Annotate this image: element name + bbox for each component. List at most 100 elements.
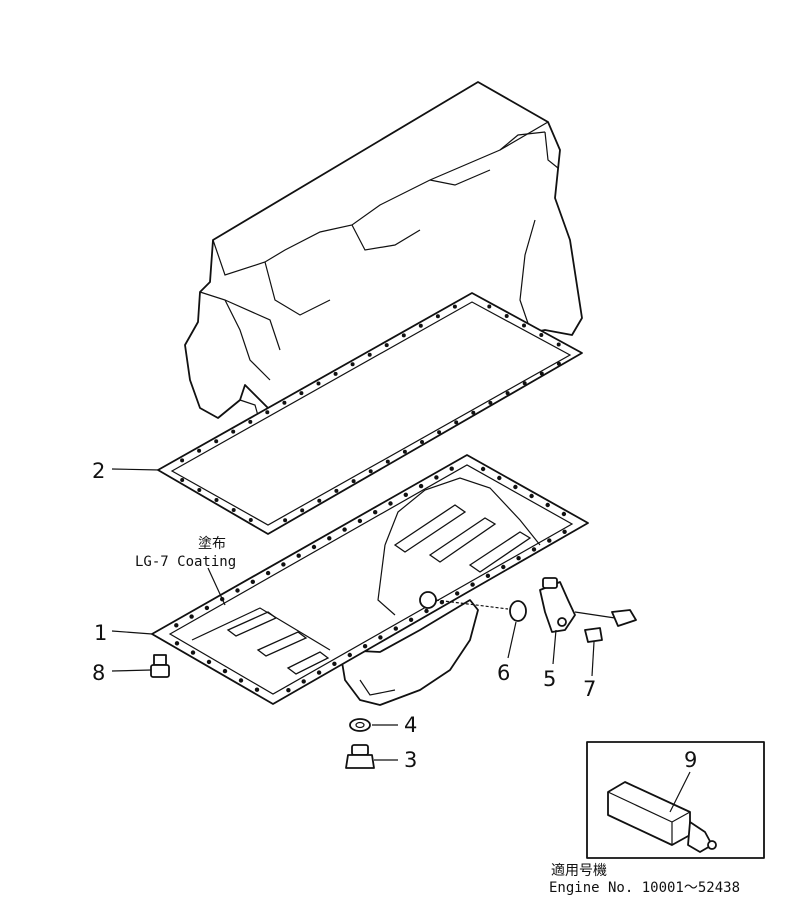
gasket-bolt-hole: [265, 410, 270, 415]
pan-flange-bolt-hole: [296, 553, 301, 558]
pan-flange-bolt-hole: [485, 573, 491, 578]
gasket-bolt-hole: [231, 429, 236, 434]
pan-flange-bolt-hole: [393, 626, 398, 631]
pan-flange-bolt-hole: [206, 659, 212, 665]
callout-9: 9: [684, 748, 697, 772]
pan-flange-bolt-hole: [424, 608, 429, 614]
gasket-bolt-hole: [384, 343, 389, 348]
gasket-bolt-hole: [334, 488, 339, 493]
pan-flange-bolt-hole: [174, 623, 179, 628]
pan-flange-bolt-hole: [174, 641, 180, 646]
pan-flange-bolt-hole: [418, 483, 424, 489]
gasket-bolt-hole: [539, 371, 544, 376]
callout-6: 6: [497, 661, 510, 685]
oil-pan-gasket: [157, 292, 583, 535]
bolt-8: [150, 654, 170, 678]
gasket-bolt-hole: [180, 478, 185, 482]
gasket-bolt-hole: [180, 458, 185, 463]
serial-note-jp: 適用号機: [551, 862, 607, 879]
gasket-bolt-hole: [197, 488, 202, 492]
gasket-bolt-hole: [299, 391, 304, 396]
callout-5: 5: [543, 667, 556, 691]
gasket-bolt-hole: [333, 371, 338, 376]
gasket-bolt-hole: [214, 439, 219, 444]
pan-flange-bolt-hole: [254, 687, 260, 692]
pan-flange-bolt-hole: [250, 579, 255, 584]
leader-lines: [111, 468, 691, 813]
gasket-bolt-hole: [437, 430, 442, 435]
pan-flange-bolt-hole: [516, 556, 521, 561]
gasket-bolt-hole: [504, 314, 509, 318]
gasket-bolt-hole: [248, 419, 253, 424]
drain-plug: [345, 744, 375, 769]
pan-flange-bolt-hole: [204, 605, 210, 611]
gasket-bolt-hole: [367, 352, 372, 357]
callout-2: 2: [92, 459, 105, 483]
pan-flange-bolt-hole: [480, 466, 486, 472]
pan-flange-bolt-hole: [281, 562, 286, 567]
gasket-bolt-hole: [282, 400, 287, 405]
pan-flange-bolt-hole: [388, 501, 393, 506]
callout-4: 4: [404, 713, 417, 737]
gasket-bolt-hole: [351, 479, 356, 484]
pan-flange-bolt-hole: [327, 536, 332, 541]
gasket-bolt-hole: [401, 333, 406, 338]
o-ring: [435, 599, 527, 622]
gasket-bolt-hole: [487, 304, 492, 309]
gasket-bolt-hole: [368, 469, 373, 474]
pan-flange-bolt-hole: [513, 484, 518, 490]
pan-flange-bolt-hole: [434, 475, 439, 480]
pan-flange-bolt-hole: [189, 614, 194, 619]
gasket-bolt-hole: [420, 440, 424, 444]
gasket-bolt-hole: [231, 508, 236, 512]
serial-note-en: Engine No. 10001～52438: [549, 880, 740, 896]
pan-flange-bolt-hole: [545, 502, 550, 508]
pan-flange-bolt-hole: [311, 544, 317, 550]
gasket-bolt-hole: [488, 400, 493, 405]
pan-flange-bolt-hole: [342, 527, 347, 532]
gasket-bolt-hole: [452, 304, 457, 309]
pan-flange-bolt-hole: [265, 570, 271, 576]
gasket-bolt-hole: [248, 518, 253, 522]
pan-flange-bolt-hole: [362, 644, 368, 649]
gasket-bolt-hole: [283, 518, 288, 523]
pan-flange-bolt-hole: [347, 652, 352, 658]
pan-flange-bolt-hole: [357, 518, 363, 524]
coating-note-jp: 塗布: [198, 535, 226, 552]
pan-flange-bolt-hole: [190, 650, 196, 655]
gasket-bolt-hole: [435, 314, 440, 319]
pan-flange-bolt-hole: [238, 678, 244, 683]
pan-flange-bolt-hole: [455, 591, 460, 596]
pan-flange-bolt-hole: [470, 582, 475, 587]
callout-3: 3: [404, 748, 417, 772]
pan-flange-bolt-hole: [403, 492, 408, 497]
pan-flange-bolt-hole: [562, 529, 567, 534]
gasket-bolt-hole: [317, 498, 322, 503]
pan-flange-bolt-hole: [408, 617, 414, 622]
pan-flange-bolt-hole: [497, 475, 502, 481]
oil-pan: [151, 454, 589, 706]
pan-flange-bolt-hole: [449, 466, 454, 471]
pan-flange-bolt-hole: [501, 564, 506, 570]
pan-flange-bolt-hole: [301, 679, 306, 684]
gasket-bolt-hole: [556, 361, 561, 366]
gasket-bolt-hole: [505, 391, 510, 396]
bolt-7: [574, 609, 637, 643]
pan-flange-bolt-hole: [332, 661, 337, 666]
pan-flange-bolt-hole: [547, 538, 552, 543]
pan-flange-bolt-hole: [286, 688, 291, 693]
gasket-bolt-hole: [522, 323, 526, 328]
gasket-bolt-hole: [471, 410, 476, 415]
gasket-bolt-hole: [385, 459, 390, 464]
pan-flange-bolt-hole: [235, 588, 240, 593]
elbow-fitting: [539, 577, 576, 633]
gasket-bolt-hole: [214, 498, 219, 502]
gasket-bolt-hole: [197, 448, 202, 453]
gasket-bolt-hole: [454, 420, 459, 425]
gasket-bolt-hole: [300, 508, 305, 513]
pan-flange-bolt-hole: [378, 635, 383, 640]
pan-flange-bolt-hole: [222, 668, 228, 674]
callout-7: 7: [583, 677, 596, 701]
pan-flange-bolt-hole: [529, 493, 534, 499]
pan-flange-bolt-hole: [316, 670, 322, 675]
